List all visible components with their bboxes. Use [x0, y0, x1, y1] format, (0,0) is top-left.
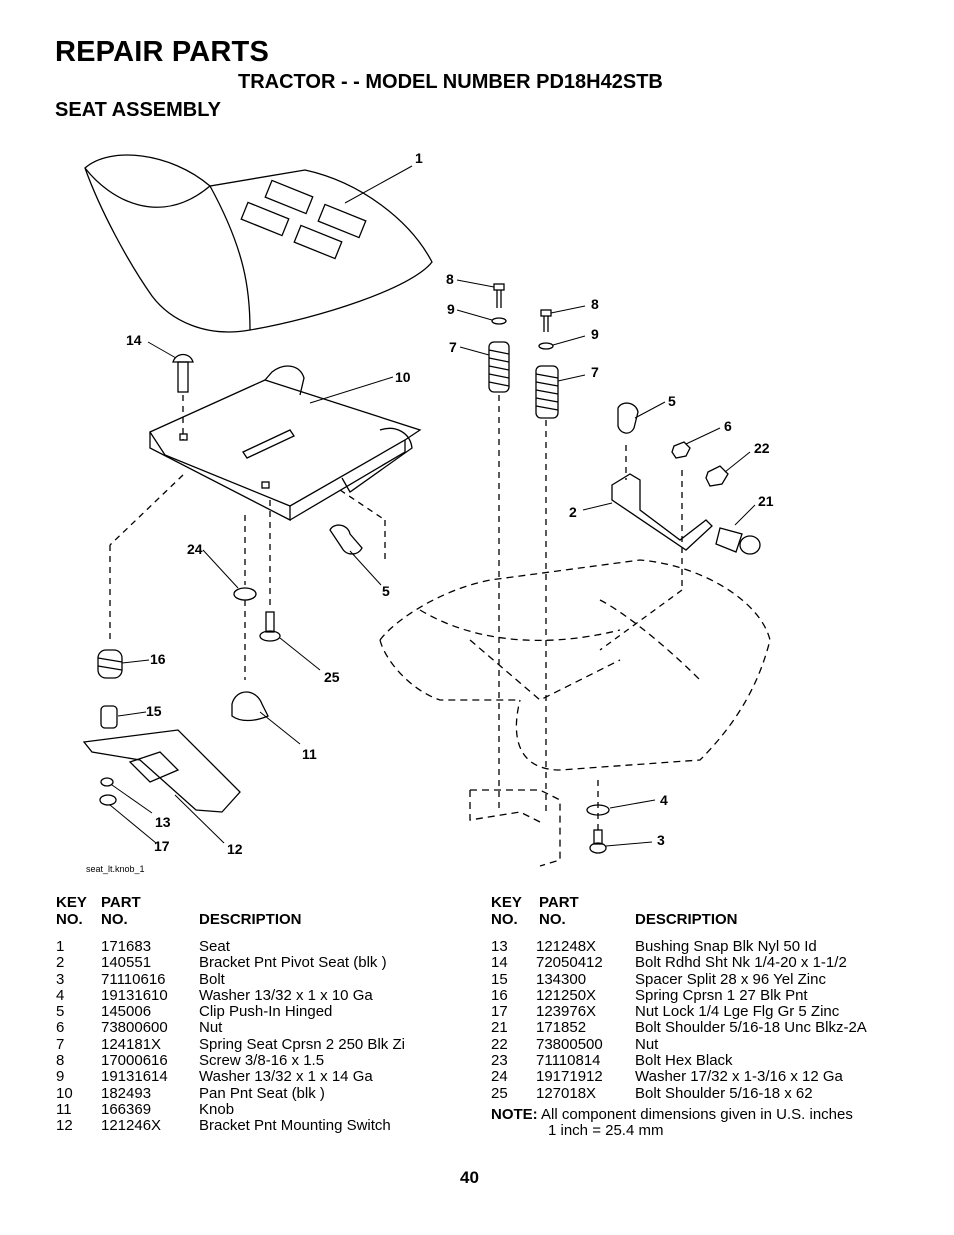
callout-21: 21	[758, 493, 774, 509]
callout-10: 10	[395, 369, 411, 385]
callout-22: 22	[754, 440, 770, 456]
callout-numbers: 1 8 9 7 8 9 7 14 10 5 6 22 2 21 24 5 16 …	[126, 150, 774, 857]
callout-3: 3	[657, 832, 665, 848]
alignment-lines	[109, 395, 683, 830]
callout-4: 4	[660, 792, 668, 808]
callout-17: 17	[154, 838, 170, 854]
nut-part	[671, 441, 691, 459]
header-key-line2: NO.	[56, 911, 83, 928]
callout-5: 5	[668, 393, 676, 409]
callout-8: 8	[446, 271, 454, 287]
callout-7: 7	[591, 364, 599, 380]
page-number: 40	[460, 1168, 479, 1187]
callout-13: 13	[155, 814, 171, 830]
spring-part	[488, 341, 559, 419]
spacer-part	[100, 705, 118, 729]
callout-2: 2	[569, 504, 577, 520]
header-key-line1: KEY	[491, 894, 522, 911]
note-line2: 1 inch = 25.4 mm	[548, 1121, 664, 1139]
section-title: SEAT ASSEMBLY	[55, 99, 221, 121]
seat-pan-part	[149, 365, 422, 522]
dimensions-note: NOTE: All component dimensions given in …	[491, 1105, 911, 1139]
callout-1: 1	[415, 150, 423, 166]
callout-5: 5	[382, 583, 390, 599]
callout-12: 12	[227, 841, 243, 857]
knob-part	[231, 691, 269, 722]
header-part-line1: PART	[539, 894, 579, 911]
header-key-line1: KEY	[56, 894, 87, 911]
callout-15: 15	[146, 703, 162, 719]
tractor-fender-outline	[379, 559, 771, 867]
washer-part	[233, 587, 257, 601]
callout-9: 9	[447, 301, 455, 317]
callout-16: 16	[150, 651, 166, 667]
header-part-line2: NO.	[539, 911, 566, 928]
washer-part	[586, 804, 610, 816]
clip-parts	[329, 402, 639, 555]
header-description: DESCRIPTION	[635, 911, 738, 928]
callout-14: 14	[126, 332, 142, 348]
page-title: REPAIR PARTS	[55, 36, 270, 68]
callout-7: 7	[449, 339, 457, 355]
callout-9: 9	[591, 326, 599, 342]
bolt-part	[589, 829, 607, 854]
callout-8: 8	[591, 296, 599, 312]
seat-part	[84, 154, 433, 333]
callout-6: 6	[724, 418, 732, 434]
note-line1: All component dimensions given in U.S. i…	[541, 1105, 853, 1123]
small-spring-part	[97, 649, 123, 679]
lock-nut-part	[99, 794, 117, 806]
callout-11: 11	[302, 746, 317, 762]
leader-lines	[109, 165, 756, 847]
header-description: DESCRIPTION	[199, 911, 302, 928]
callout-24: 24	[187, 541, 203, 557]
seat-assembly-diagram: 1 8 9 7 8 9 7 14 10 5 6 22 2 21 24 5 16 …	[82, 150, 774, 874]
figure-id: seat_lt.knob_1	[86, 864, 145, 874]
header-part-line2: NO.	[101, 911, 128, 928]
screw-washer-parts	[491, 283, 554, 350]
bushing-part	[100, 777, 114, 787]
table-header: KEY NO. PART NO. DESCRIPTION	[491, 894, 911, 929]
model-subtitle: TRACTOR - - MODEL NUMBER PD18H42STB	[238, 71, 663, 93]
table-header: KEY NO. PART NO. DESCRIPTION	[56, 894, 456, 929]
header-part-line1: PART	[101, 894, 141, 911]
note-label: NOTE:	[491, 1105, 538, 1123]
shoulder-bolt-part	[259, 611, 281, 642]
pivot-bracket-part	[611, 473, 713, 551]
bolt-part	[172, 353, 194, 393]
switch-bracket-part	[82, 729, 241, 813]
shoulder-bolt-part	[715, 527, 761, 555]
callout-25: 25	[324, 669, 340, 685]
nut-part	[705, 465, 729, 487]
header-key-line2: NO.	[491, 911, 518, 928]
